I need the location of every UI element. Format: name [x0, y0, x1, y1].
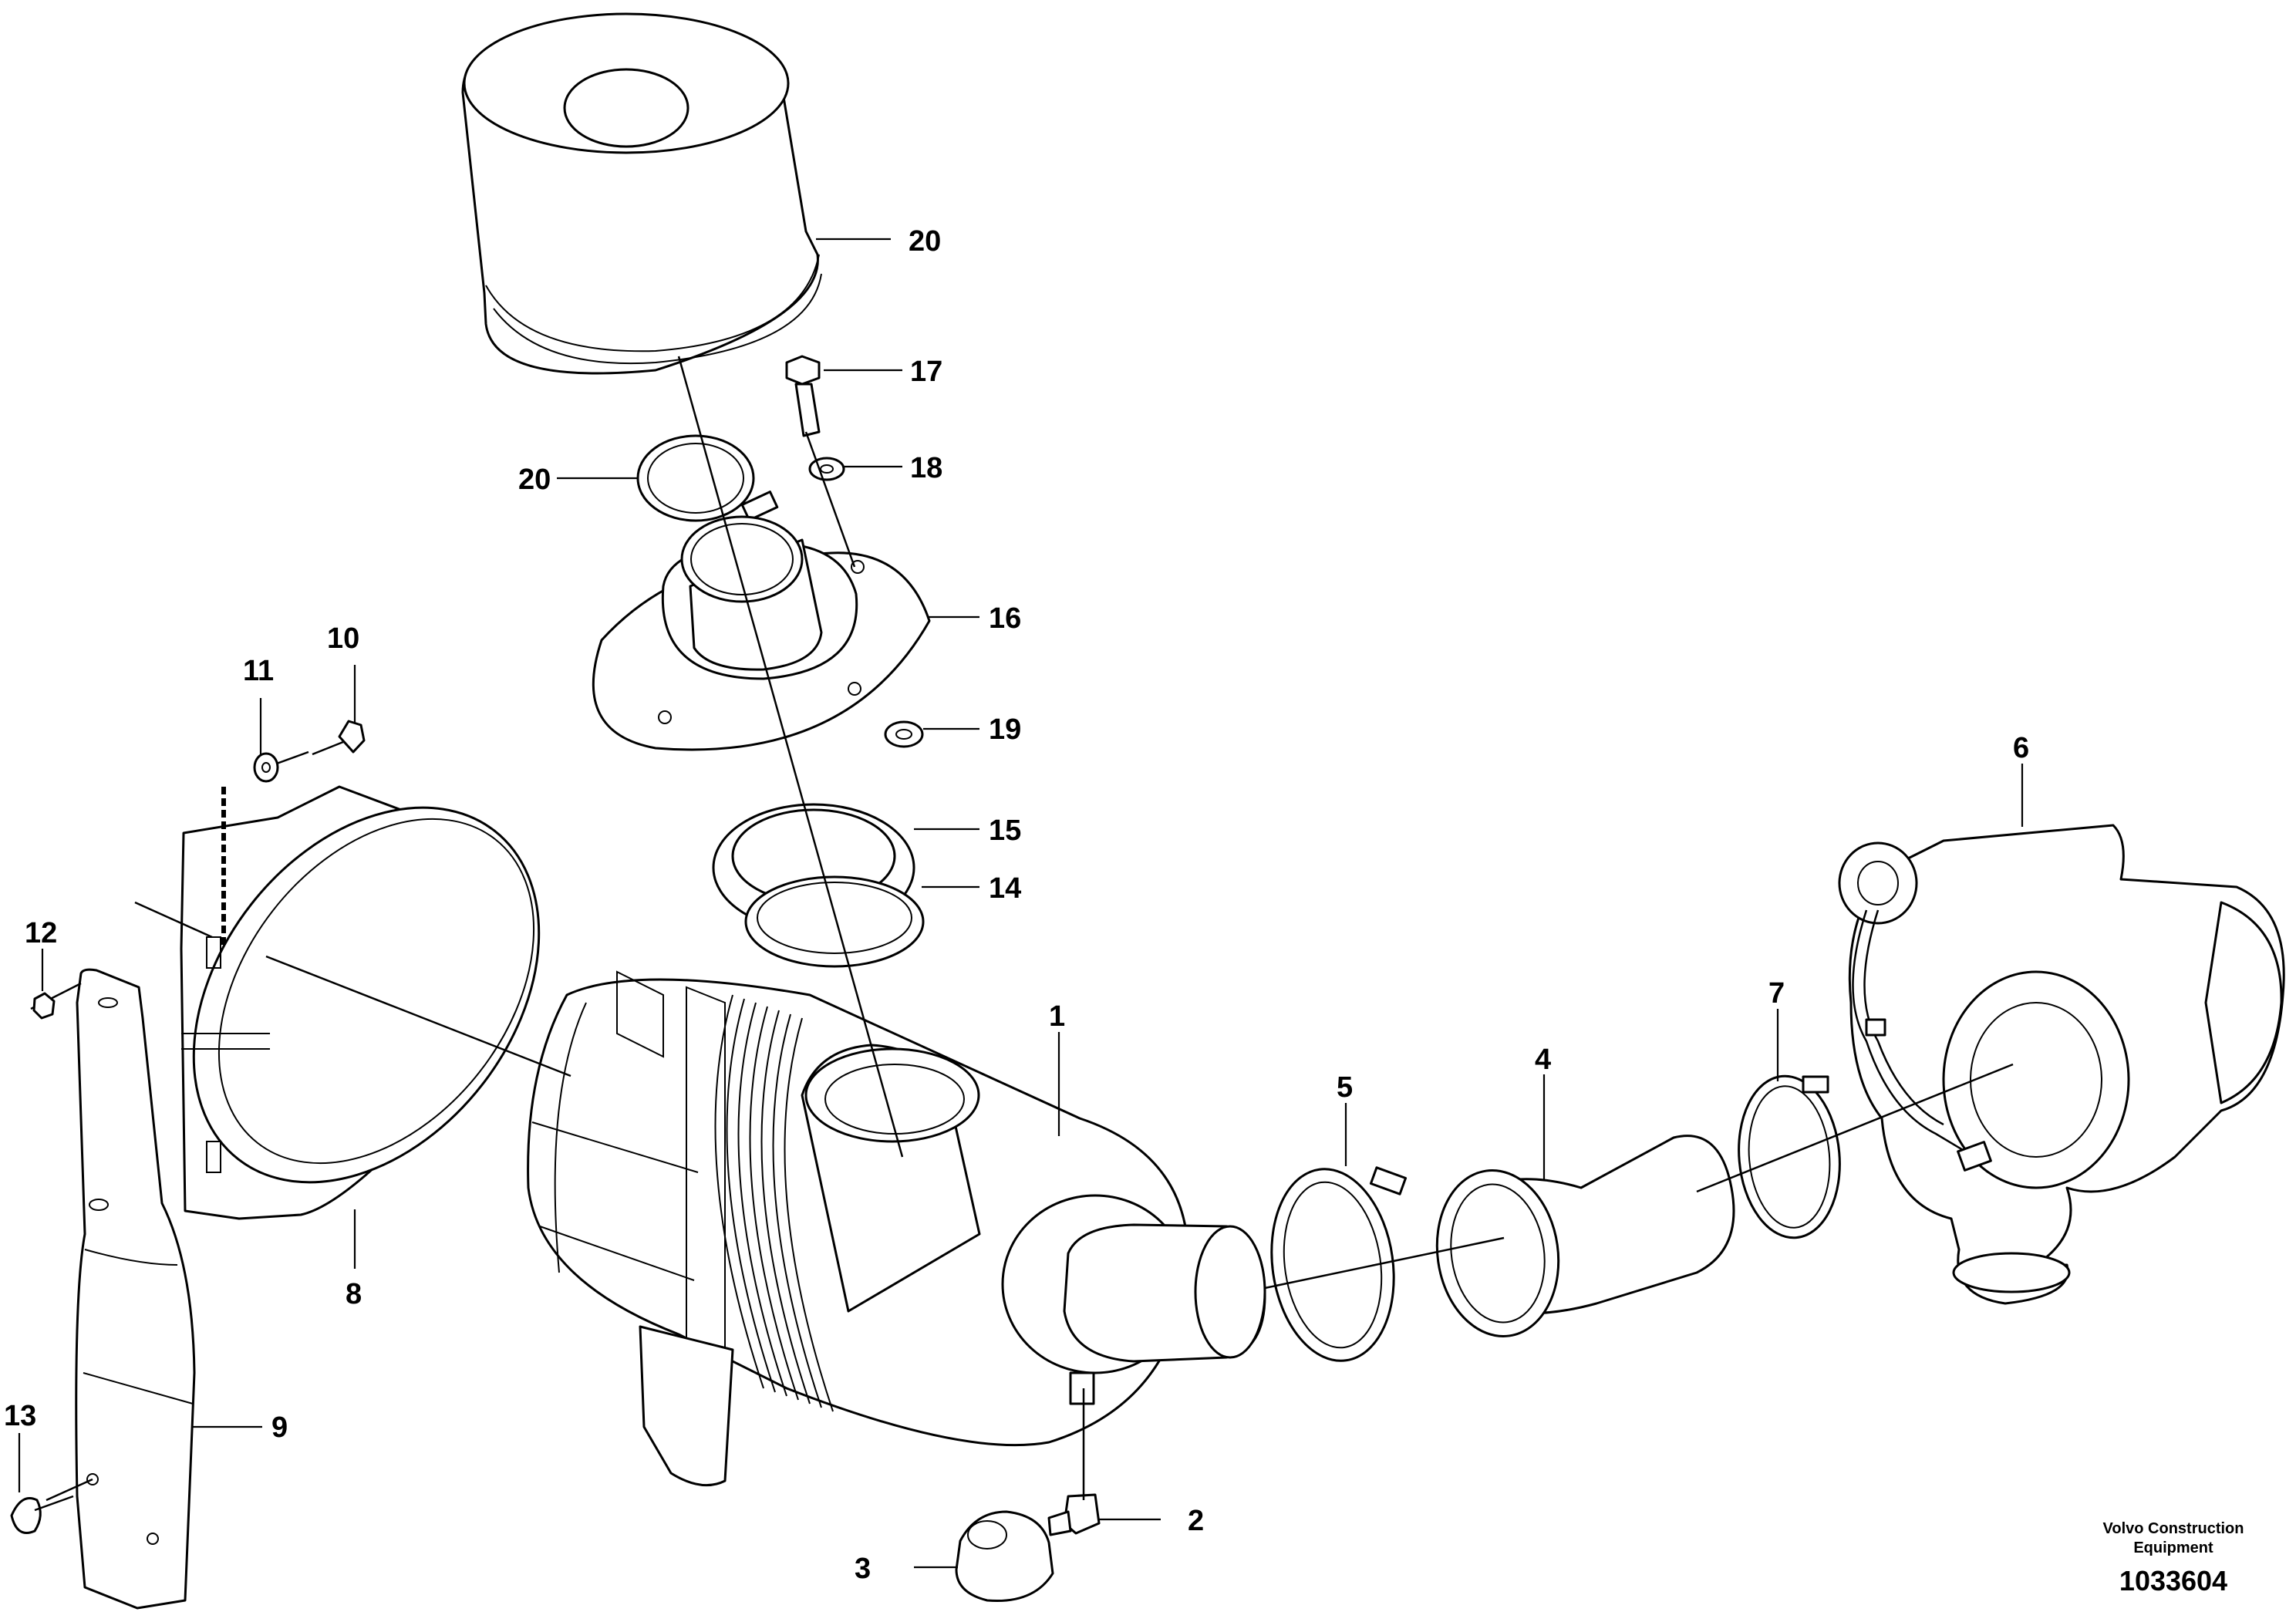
callout-5: 5	[1337, 1071, 1353, 1104]
assembly-lines	[30, 356, 2014, 1502]
callout-8: 8	[346, 1278, 362, 1310]
callout-16: 16	[989, 602, 1021, 635]
nut-12	[32, 992, 56, 1020]
callout-15: 15	[989, 814, 1021, 847]
bolt-17	[785, 355, 821, 437]
footer: Volvo Construction Equipment 1033604	[2103, 1520, 2244, 1597]
upper-hose-clamp	[636, 434, 779, 522]
callout-17: 17	[910, 356, 942, 388]
elbow-fitting-2	[1047, 1371, 1101, 1536]
callout-3: 3	[855, 1553, 871, 1585]
bolt-10	[312, 720, 366, 756]
callout-7: 7	[1768, 977, 1785, 1010]
callout-1: 1	[1049, 1000, 1065, 1033]
credit-line-2: Equipment	[2133, 1539, 2213, 1556]
callout-18: 18	[910, 452, 942, 484]
mounting-strap-8	[180, 785, 541, 1220]
hose-clamp-7	[1738, 1074, 1841, 1239]
hose-clamp-5	[1270, 1166, 1408, 1362]
air-cleaner-housing	[527, 970, 1266, 1487]
filter-pleats	[714, 994, 834, 1412]
rubber-hose-4	[1435, 1135, 1735, 1337]
callout-2: 2	[1188, 1505, 1204, 1537]
callout-13: 13	[4, 1400, 36, 1432]
callout-14: 14	[989, 872, 1021, 905]
o-ring-14	[744, 875, 925, 968]
document-number: 1033604	[2119, 1565, 2227, 1597]
vacuator-valve-3	[955, 1510, 1054, 1603]
callout-6: 6	[2013, 732, 2029, 764]
callout-11: 11	[243, 655, 274, 687]
leader-lines	[18, 238, 2024, 1569]
precleaner-cap	[461, 12, 822, 375]
callout-19: 19	[989, 713, 1021, 746]
bracket-9	[75, 968, 196, 1610]
nut-19	[884, 720, 924, 748]
credit-line-1: Volvo Construction	[2103, 1520, 2244, 1537]
turbocharger-6	[1838, 824, 2285, 1305]
callout-12: 12	[25, 917, 57, 949]
washer-11	[253, 752, 279, 783]
callout-labels: 20 17 18 20 16 19 15 14 1 5 4 7 6 10 11 …	[4, 225, 2029, 1585]
callout-4: 4	[1535, 1044, 1551, 1076]
callout-9: 9	[271, 1411, 288, 1444]
bolt-13	[10, 1495, 74, 1534]
washer-18	[808, 457, 845, 481]
callout-20-cap: 20	[909, 225, 941, 258]
callout-20-clamp: 20	[518, 464, 551, 496]
callout-10: 10	[327, 622, 359, 655]
adapter-flange	[592, 515, 931, 751]
